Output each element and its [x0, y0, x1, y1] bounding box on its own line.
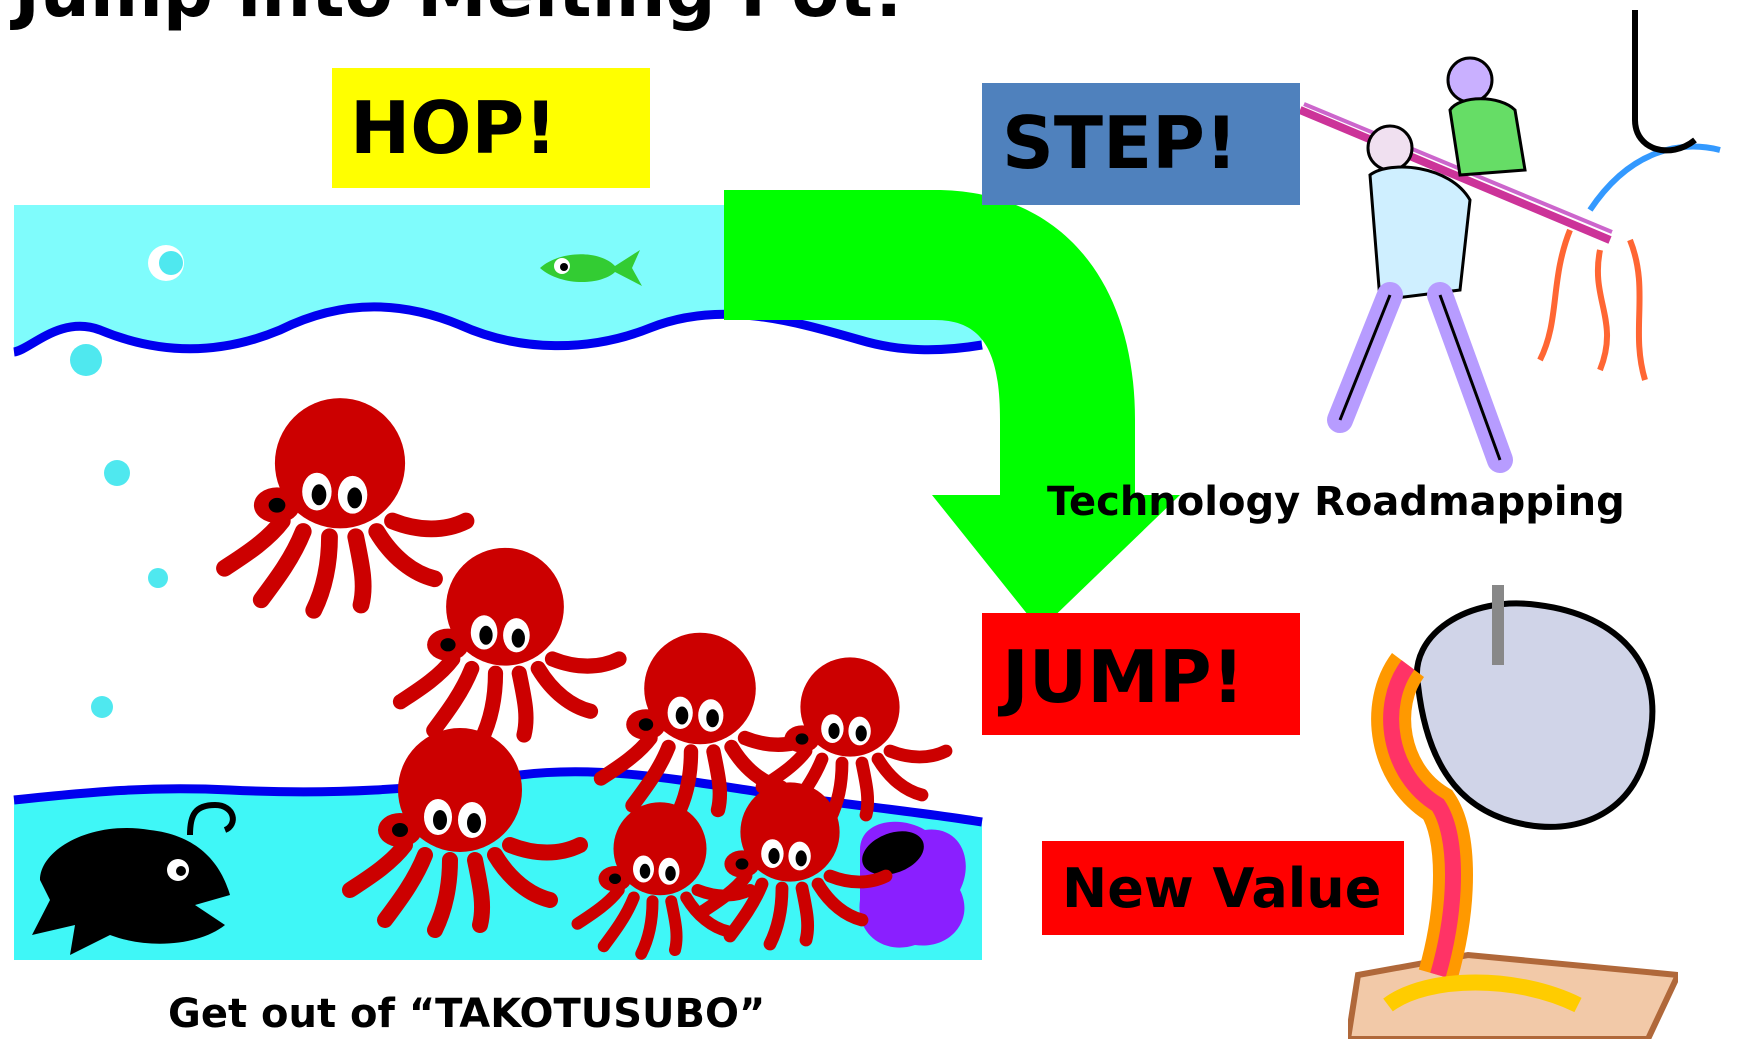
hop-box: HOP! — [332, 68, 650, 188]
jump-box: JUMP! — [982, 613, 1300, 735]
bubble-icon — [64, 245, 184, 718]
jump-label: JUMP! — [1002, 635, 1245, 719]
octopus-pot-icon — [859, 821, 966, 948]
slide-title: Jump into Melting Pot! — [14, 0, 905, 32]
takotsubo-caption: Get out of “TAKOTUSUBO” — [168, 991, 766, 1037]
anglerfish-icon — [32, 801, 236, 955]
step-box: STEP! — [982, 83, 1300, 205]
fish-icon — [540, 250, 642, 286]
crucible-pour-icon — [1348, 585, 1678, 1039]
foundry-workers-icon — [1300, 10, 1721, 473]
new-value-label: New Value — [1062, 857, 1382, 920]
tech-roadmapping-caption: Technology Roadmapping — [1047, 479, 1625, 525]
new-value-box: New Value — [1042, 841, 1404, 935]
hop-label: HOP! — [350, 86, 558, 170]
step-label: STEP! — [1002, 101, 1238, 185]
